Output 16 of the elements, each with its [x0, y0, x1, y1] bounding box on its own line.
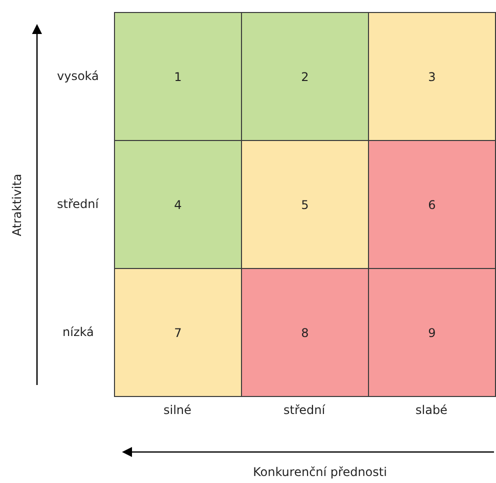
column-label: slabé	[416, 403, 448, 417]
matrix-cell: 6	[368, 140, 496, 269]
matrix-cell: 9	[368, 268, 496, 397]
axis-title: Konkurenční přednosti	[253, 465, 387, 479]
matrix-cell: 7	[114, 268, 242, 397]
matrix-cell: 5	[241, 140, 369, 269]
matrix-cell: 1	[114, 12, 242, 141]
matrix-cell: 8	[241, 268, 369, 397]
axis-title: Atraktivita	[10, 174, 24, 236]
row-label: nízká	[62, 325, 94, 339]
matrix-cell: 4	[114, 140, 242, 269]
matrix-cell: 2	[241, 12, 369, 141]
column-label: silné	[164, 403, 192, 417]
row-label: střední	[57, 197, 99, 211]
column-label: střední	[284, 403, 326, 417]
matrix-cell: 3	[368, 12, 496, 141]
